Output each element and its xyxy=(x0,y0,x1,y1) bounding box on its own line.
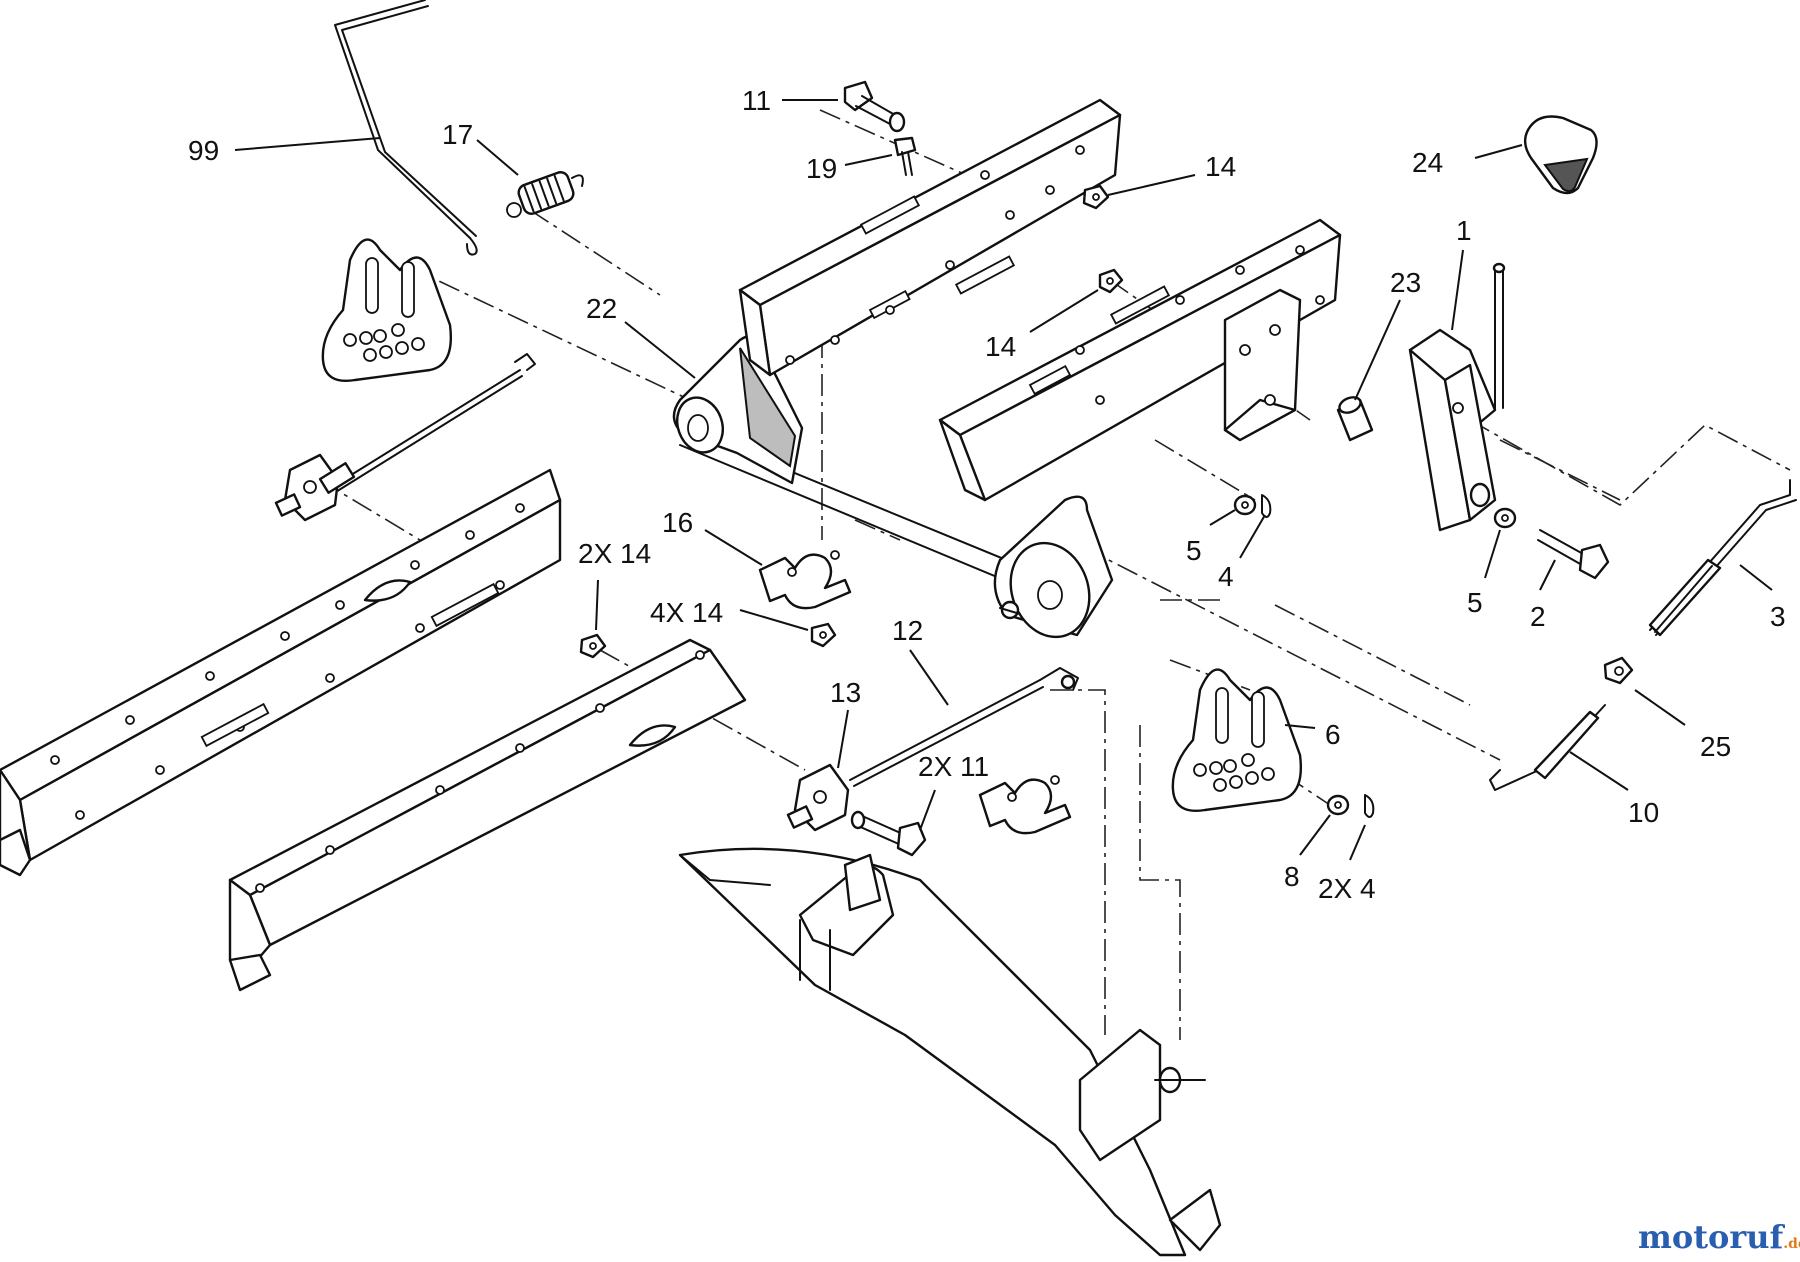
callout-12: 12 xyxy=(892,615,923,646)
callout-10: 10 xyxy=(1628,797,1659,828)
front-axle xyxy=(678,847,1222,1257)
callout-3: 3 xyxy=(1770,601,1786,632)
callout-8: 8 xyxy=(1284,861,1300,892)
callout-22: 22 xyxy=(586,293,617,324)
callout-5-right: 5 xyxy=(1467,587,1483,618)
phantom-lines xyxy=(319,109,1791,1040)
callout-2: 2 xyxy=(1530,601,1546,632)
callout-6: 6 xyxy=(1325,719,1341,750)
nut-14-lower xyxy=(1098,268,1124,294)
knob-24 xyxy=(1523,115,1598,195)
lever-1 xyxy=(1408,262,1506,532)
callout-99: 99 xyxy=(188,135,219,166)
callout-24: 24 xyxy=(1412,147,1443,178)
callout-14-lower: 14 xyxy=(985,331,1016,362)
nut-2x14 xyxy=(579,633,607,659)
washer-5a xyxy=(1233,494,1257,516)
height-bracket-lower xyxy=(1171,668,1302,812)
callout-2x11: 2X 11 xyxy=(918,751,989,782)
nut-25 xyxy=(1603,656,1634,685)
bolt-11-top xyxy=(843,80,906,133)
washer-5b xyxy=(1493,507,1517,529)
callout-23: 23 xyxy=(1390,267,1421,298)
link-rod-12 xyxy=(786,667,1079,832)
nut-4x14 xyxy=(810,622,837,648)
callout-17: 17 xyxy=(442,119,473,150)
frame-rail-lower xyxy=(228,638,747,992)
frame-rail-right xyxy=(938,218,1342,502)
rod-99 xyxy=(334,0,478,256)
spring-17 xyxy=(506,171,584,218)
rod-3 xyxy=(1648,479,1797,637)
callout-4x14: 4X 14 xyxy=(650,597,723,628)
leader-lines xyxy=(234,99,1773,861)
height-bracket-upper xyxy=(321,238,452,382)
rod-10 xyxy=(1489,704,1606,791)
svg-text:motoruf.de: motoruf.de xyxy=(1638,1218,1800,1256)
callout-2x14: 2X 14 xyxy=(578,538,651,569)
clamp-lower xyxy=(978,775,1072,835)
watermark-brand: motoruf xyxy=(1638,1218,1785,1256)
washer-8 xyxy=(1326,794,1350,816)
frame-rail-left xyxy=(0,468,562,877)
bolt-2 xyxy=(1537,529,1610,580)
clip-2x4 xyxy=(1364,794,1375,818)
frame-rail-upper xyxy=(738,98,1122,377)
callout-14-upper: 14 xyxy=(1205,151,1236,182)
clip-4a xyxy=(1261,494,1272,518)
bolt-19 xyxy=(893,136,917,176)
callout-5-left: 5 xyxy=(1186,535,1202,566)
callout-1: 1 xyxy=(1456,215,1472,246)
bolt-11-lower xyxy=(850,810,927,857)
watermark-logo: motoruf.de xyxy=(1638,1218,1800,1256)
callout-16: 16 xyxy=(662,507,693,538)
callout-13: 13 xyxy=(830,677,861,708)
callout-2x4: 2X 4 xyxy=(1318,873,1376,904)
callout-labels: 99 17 11 19 14 24 1 23 22 14 16 2X 14 4X… xyxy=(188,85,1786,904)
watermark-suffix: .de xyxy=(1783,1236,1800,1252)
callout-25: 25 xyxy=(1700,731,1731,762)
clamp-16 xyxy=(758,550,852,610)
link-rod-left xyxy=(274,353,536,522)
nut-14-upper xyxy=(1082,184,1110,210)
callout-11-top: 11 xyxy=(742,85,771,116)
callout-19: 19 xyxy=(806,153,837,184)
spacer-23 xyxy=(1336,396,1374,442)
callout-4-left: 4 xyxy=(1218,561,1234,592)
